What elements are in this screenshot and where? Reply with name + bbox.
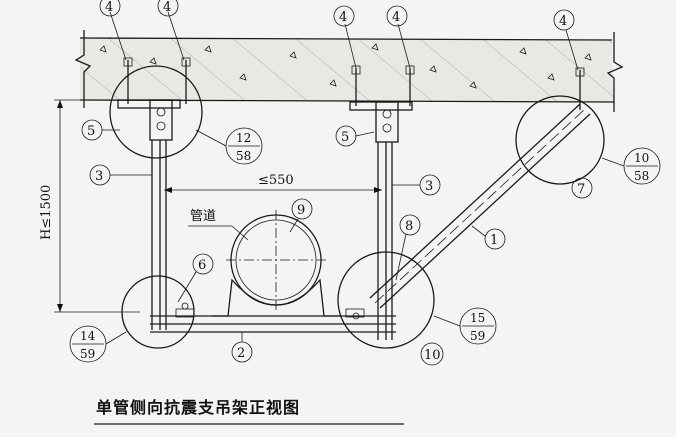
detail-ref-12-58: 12 58 — [195, 127, 263, 165]
detail-ref-15-59: 15 59 — [433, 307, 497, 345]
tag-7-text: 7 — [577, 182, 585, 197]
tag-10-text: 10 — [424, 348, 441, 363]
tag-4e-text: 4 — [559, 14, 567, 29]
tag-7: 7 — [571, 177, 593, 199]
detail-ref-bottom: 59 — [80, 347, 95, 361]
tag-3-left: 3 — [89, 164, 152, 186]
leaders-4 — [109, 11, 579, 71]
tag-6: 6 — [177, 253, 214, 303]
detail-ref-bottom: 58 — [236, 149, 251, 163]
detail-ref-bottom: 58 — [634, 169, 649, 183]
diagram-title: 单管侧向抗震支吊架正视图 — [94, 398, 404, 425]
tag-1-text: 1 — [490, 233, 498, 248]
diagonal-brace — [369, 103, 591, 309]
tag-4d: 4 — [386, 5, 408, 27]
left-support-column — [117, 99, 181, 330]
tag-4a-text: 4 — [105, 0, 113, 15]
tag-4c: 4 — [333, 5, 355, 27]
tag-1: 1 — [471, 225, 506, 250]
tag-6-text: 6 — [198, 258, 206, 273]
tag-9-text: 9 — [297, 203, 305, 218]
detail-ref-bottom: 59 — [470, 329, 485, 343]
pipe-label: 管道 — [188, 209, 249, 241]
tag-4d-text: 4 — [392, 10, 400, 25]
tag-3-right: 3 — [392, 174, 441, 196]
tag-3-right-text: 3 — [425, 179, 433, 194]
detail-ref-14-59: 14 59 — [69, 325, 127, 363]
height-dimension-text: H≤1500 — [39, 185, 54, 240]
concrete-slab — [74, 30, 624, 112]
width-dimension-text: ≤550 — [258, 173, 294, 188]
detail-ref-top: 14 — [80, 329, 96, 343]
detail-circles — [109, 65, 605, 349]
anchor-bolts — [123, 57, 585, 110]
right-support-column — [349, 101, 413, 340]
tag-2: 2 — [231, 332, 253, 363]
tag-5-left-text: 5 — [87, 124, 95, 139]
diagram-title-text: 单管侧向抗震支吊架正视图 — [96, 398, 300, 417]
cross-beam — [150, 302, 396, 333]
tag-4c-text: 4 — [339, 10, 347, 25]
tag-4b-text: 4 — [163, 0, 171, 15]
tag-4e: 4 — [553, 9, 575, 31]
tag-4a: 4 — [99, 0, 121, 17]
tag-5-right: 5 — [335, 125, 375, 147]
tag-5-left: 5 — [81, 119, 120, 141]
tag-8: 8 — [395, 214, 421, 281]
detail-ref-10-58: 10 58 — [601, 147, 661, 185]
tag-9: 9 — [289, 198, 313, 233]
tag-3-left-text: 3 — [95, 169, 103, 184]
tag-4b: 4 — [157, 0, 179, 17]
detail-ref-top: 15 — [470, 311, 485, 325]
detail-ref-top: 10 — [634, 151, 649, 165]
pipe — [212, 210, 340, 317]
height-dimension: H≤1500 — [39, 99, 140, 313]
width-dimension: ≤550 — [164, 173, 382, 193]
detail-ref-top: 12 — [236, 131, 251, 145]
tag-2-text: 2 — [237, 346, 245, 361]
tag-10: 10 — [420, 342, 444, 366]
tag-5-right-text: 5 — [341, 130, 349, 145]
pipe-label-text: 管道 — [190, 209, 216, 224]
tag-8-text: 8 — [405, 219, 413, 234]
